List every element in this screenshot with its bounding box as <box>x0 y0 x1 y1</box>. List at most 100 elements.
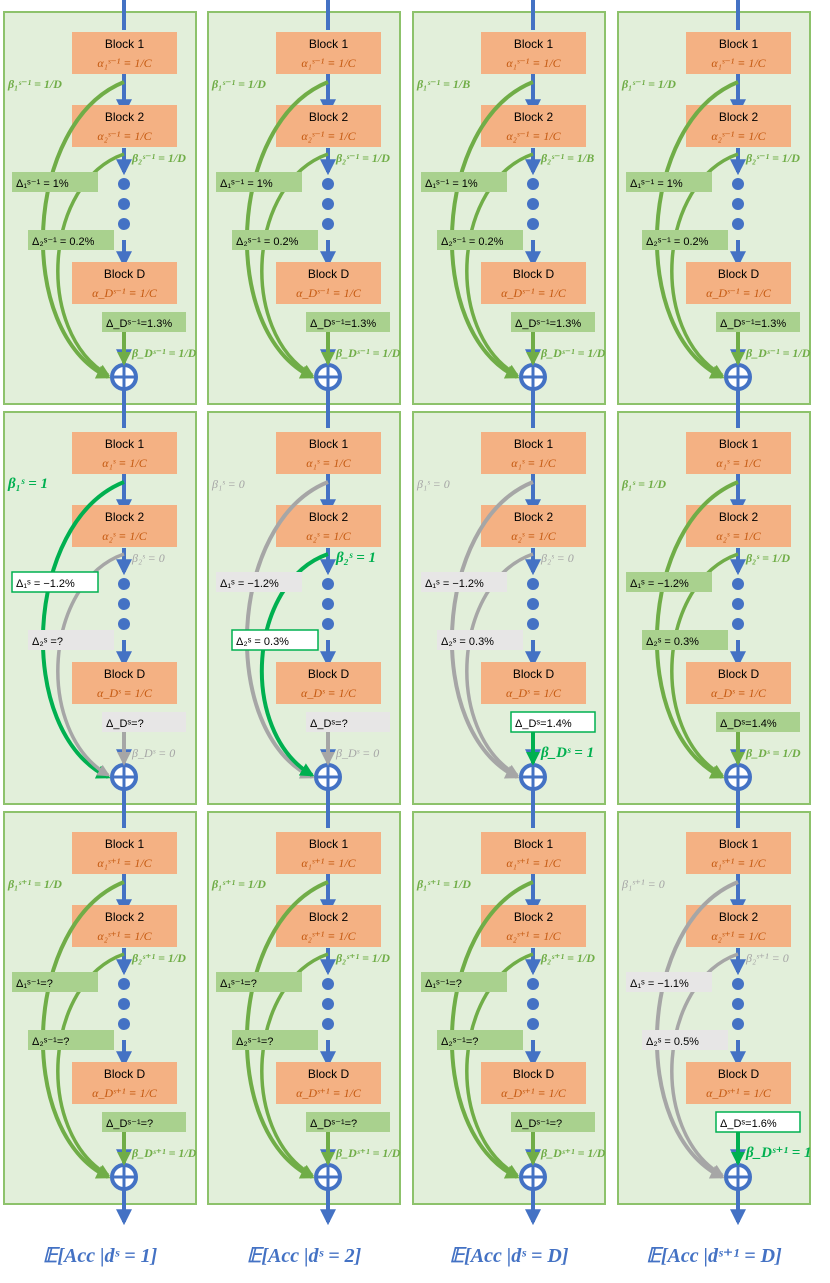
alpha-label: α₁ˢ⁻¹ ≡ 1/C <box>301 56 356 70</box>
block-box <box>481 505 586 547</box>
delta-label: Δ_Dˢ=1.4% <box>720 718 777 730</box>
layer-dot <box>118 218 130 230</box>
block-box <box>481 262 586 304</box>
block-box <box>72 832 177 874</box>
stage-panel <box>412 11 606 405</box>
block-label: Block D <box>104 1067 146 1081</box>
block-label: Block 1 <box>514 837 554 851</box>
alpha-label: α_Dˢ⁻¹ ≡ 1/C <box>92 286 158 300</box>
layer-dot <box>322 178 334 190</box>
alpha-label: α₂ˢ⁻¹ ≡ 1/C <box>506 129 561 143</box>
layer-dot <box>322 998 334 1010</box>
alpha-label: α₁ˢ ≡ 1/C <box>306 456 351 470</box>
delta-label-bg <box>626 572 712 592</box>
skip-curve-2 <box>465 152 534 377</box>
delta-label: Δ₂ˢ = 0.3% <box>646 636 699 648</box>
block-label: Block D <box>718 267 760 281</box>
block-label: Block 2 <box>309 110 349 124</box>
delta-label: Δ₁ˢ⁻¹ = 1% <box>630 178 683 190</box>
beta-D-label: β_Dˢ⁺¹ = 1/D <box>540 1146 606 1160</box>
delta-label: Δ₂ˢ⁻¹=? <box>32 1036 69 1048</box>
alpha-label: α₂ˢ⁺¹ ≡ 1/C <box>506 929 561 943</box>
stage-panel <box>3 11 197 405</box>
layer-dot <box>732 998 744 1010</box>
delta-label-bg <box>102 1112 186 1132</box>
skip-curve-2 <box>465 552 534 777</box>
beta-1-label: β₁ˢ⁻¹ = 1/B <box>416 77 470 91</box>
alpha-label: α₁ˢ ≡ 1/C <box>102 456 147 470</box>
alpha-label: α₁ˢ ≡ 1/C <box>511 456 556 470</box>
alpha-label: α_Dˢ ≡ 1/C <box>97 686 153 700</box>
block-box <box>481 662 586 704</box>
delta-label-bg <box>626 972 712 992</box>
alpha-label: α₁ˢ⁺¹ ≡ 1/C <box>301 856 356 870</box>
delta-label: Δ_Dˢ=1.4% <box>515 718 572 730</box>
delta-label-bg <box>715 1111 801 1133</box>
block-box <box>686 905 791 947</box>
beta-D-label: β_Dˢ = 1 <box>540 745 594 761</box>
alpha-label: α₂ˢ⁻¹ ≡ 1/C <box>711 129 766 143</box>
column-caption: 𝔼[Acc |dˢ = 2] <box>247 1245 362 1267</box>
block-label: Block 1 <box>105 437 145 451</box>
layer-dot <box>322 978 334 990</box>
block-label: Block 1 <box>309 837 349 851</box>
delta-label: Δ₂ˢ⁻¹ = 0.2% <box>646 236 709 248</box>
layer-dot <box>118 578 130 590</box>
column-caption: 𝔼[Acc |dˢ⁺¹ = D] <box>646 1245 782 1267</box>
alpha-label: α₂ˢ ≡ 1/C <box>511 529 556 543</box>
layer-dot <box>118 1018 130 1030</box>
layer-dot <box>527 198 539 210</box>
block-label: Block 2 <box>514 910 554 924</box>
beta-2-label: β₂ˢ = 0 <box>540 551 574 565</box>
block-box <box>481 905 586 947</box>
block-label: Block D <box>513 667 555 681</box>
skip-curve-2 <box>260 952 329 1177</box>
layer-dot <box>527 998 539 1010</box>
beta-1-label: β₁ˢ⁻¹ = 1/D <box>621 77 676 91</box>
delta-label: Δ₁ˢ⁻¹ = 1% <box>425 178 478 190</box>
layer-dot <box>732 618 744 630</box>
delta-label-bg <box>232 230 318 250</box>
alpha-label: α_Dˢ⁻¹ ≡ 1/C <box>706 286 772 300</box>
stage-panel <box>412 811 606 1205</box>
delta-label: Δ₂ˢ = 0.3% <box>441 636 494 648</box>
block-box <box>276 505 381 547</box>
delta-label: Δ_Dˢ⁻¹=1.3% <box>515 318 581 330</box>
delta-label-bg <box>511 312 595 332</box>
layer-dot <box>527 1018 539 1030</box>
delta-label: Δ₁ˢ = −1.2% <box>630 578 689 590</box>
block-label: Block D <box>718 1067 760 1081</box>
skip-curve-2 <box>465 952 534 1177</box>
alpha-label: α₂ˢ ≡ 1/C <box>306 529 351 543</box>
block-box <box>72 905 177 947</box>
alpha-label: α₂ˢ⁻¹ ≡ 1/C <box>97 129 152 143</box>
stage-panel <box>412 411 606 805</box>
layer-dot <box>527 978 539 990</box>
layer-dot <box>322 218 334 230</box>
delta-label-bg <box>12 172 98 192</box>
beta-1-label: β₁ˢ⁻¹ = 1/D <box>211 77 266 91</box>
beta-2-label: β₂ˢ⁺¹ = 1/D <box>335 951 390 965</box>
block-label: Block 1 <box>309 37 349 51</box>
beta-D-label: β_Dˢ⁻¹ = 1/D <box>335 346 401 360</box>
delta-label-bg <box>421 972 507 992</box>
beta-2-label: β₂ˢ = 1 <box>335 550 376 566</box>
delta-label: Δ₁ˢ⁻¹ = 1% <box>220 178 273 190</box>
beta-2-label: β₂ˢ⁻¹ = 1/D <box>745 151 800 165</box>
alpha-label: α_Dˢ⁺¹ ≡ 1/C <box>92 1086 158 1100</box>
skip-curve-1 <box>449 80 534 379</box>
delta-label-bg <box>216 972 302 992</box>
block-box <box>276 1062 381 1104</box>
beta-D-label: β_Dˢ⁺¹ = 1/D <box>131 1146 197 1160</box>
delta-label: Δ_Dˢ=? <box>106 718 144 730</box>
block-box <box>276 262 381 304</box>
alpha-label: α_Dˢ⁻¹ ≡ 1/C <box>296 286 362 300</box>
block-box <box>276 662 381 704</box>
delta-label-bg <box>510 711 596 733</box>
stage-panel <box>207 811 401 1205</box>
block-label: Block 1 <box>514 37 554 51</box>
beta-2-label: β₂ˢ = 1/D <box>745 551 790 565</box>
block-label: Block D <box>718 667 760 681</box>
layer-dot <box>322 1018 334 1030</box>
block-box <box>686 505 791 547</box>
